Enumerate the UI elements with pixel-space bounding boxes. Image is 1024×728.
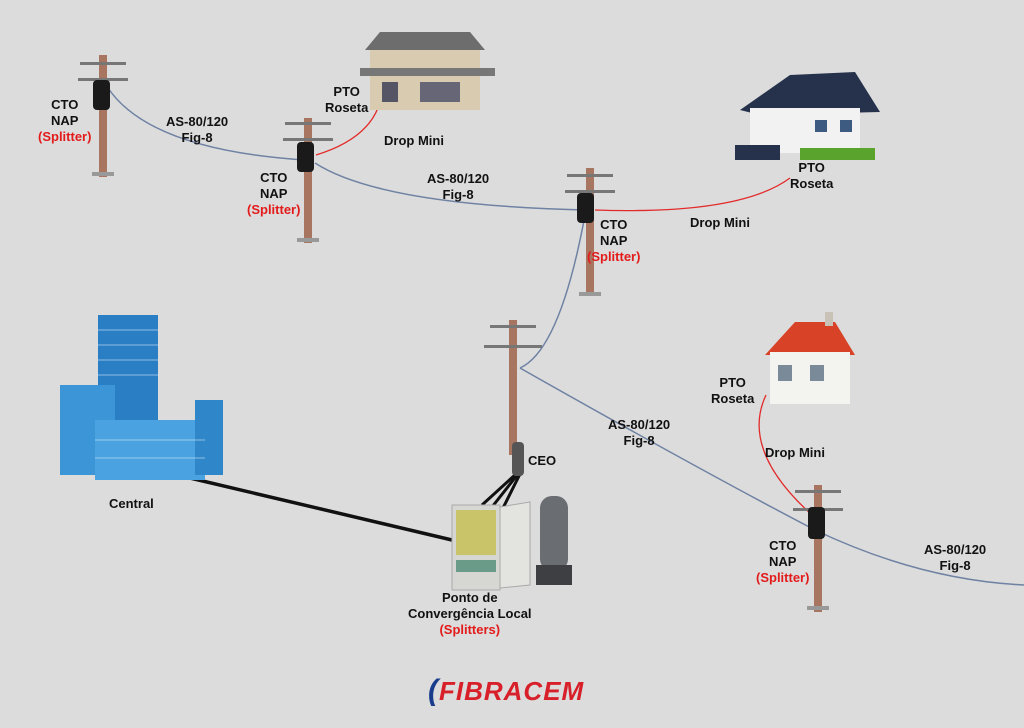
drop-cable-3 [758, 394, 813, 516]
pole-5 [793, 485, 843, 612]
feeder-cable-3 [519, 214, 586, 369]
cto-box-4 [808, 507, 825, 539]
pole-2 [283, 118, 333, 243]
house-3 [765, 312, 855, 404]
ceo-cables [480, 472, 522, 509]
central-label: Central [109, 496, 154, 511]
feeder-cable-1 [107, 87, 306, 161]
pole-1 [78, 55, 128, 177]
drop-cable-1 [315, 107, 379, 156]
pole-4 [484, 320, 542, 476]
trunk-cable [189, 476, 453, 542]
pole-3 [565, 168, 615, 296]
cto-box-1 [93, 80, 110, 110]
drop-cable-2 [594, 177, 791, 212]
convergence-cabinet [451, 501, 531, 591]
cto-box-3 [577, 193, 594, 223]
ceo-closure [512, 442, 524, 476]
ceo-label: CEO [528, 453, 557, 468]
drop-label-1: Drop Mini [384, 133, 444, 148]
feeder-cable-4 [519, 367, 1024, 586]
fibracem-logo: (FIBRACEM [428, 674, 584, 708]
logo-swoosh-icon: ( [428, 674, 439, 707]
drop-label-3: Drop Mini [765, 445, 825, 460]
house-1 [360, 32, 495, 110]
feeder-cable-2 [314, 162, 586, 211]
house-2 [735, 72, 880, 160]
logo-text: FIBRACEM [439, 676, 585, 706]
dome-splice-closure [536, 496, 572, 585]
central-building [60, 315, 223, 480]
cto-box-2 [297, 142, 314, 172]
drop-label-2: Drop Mini [690, 215, 750, 230]
